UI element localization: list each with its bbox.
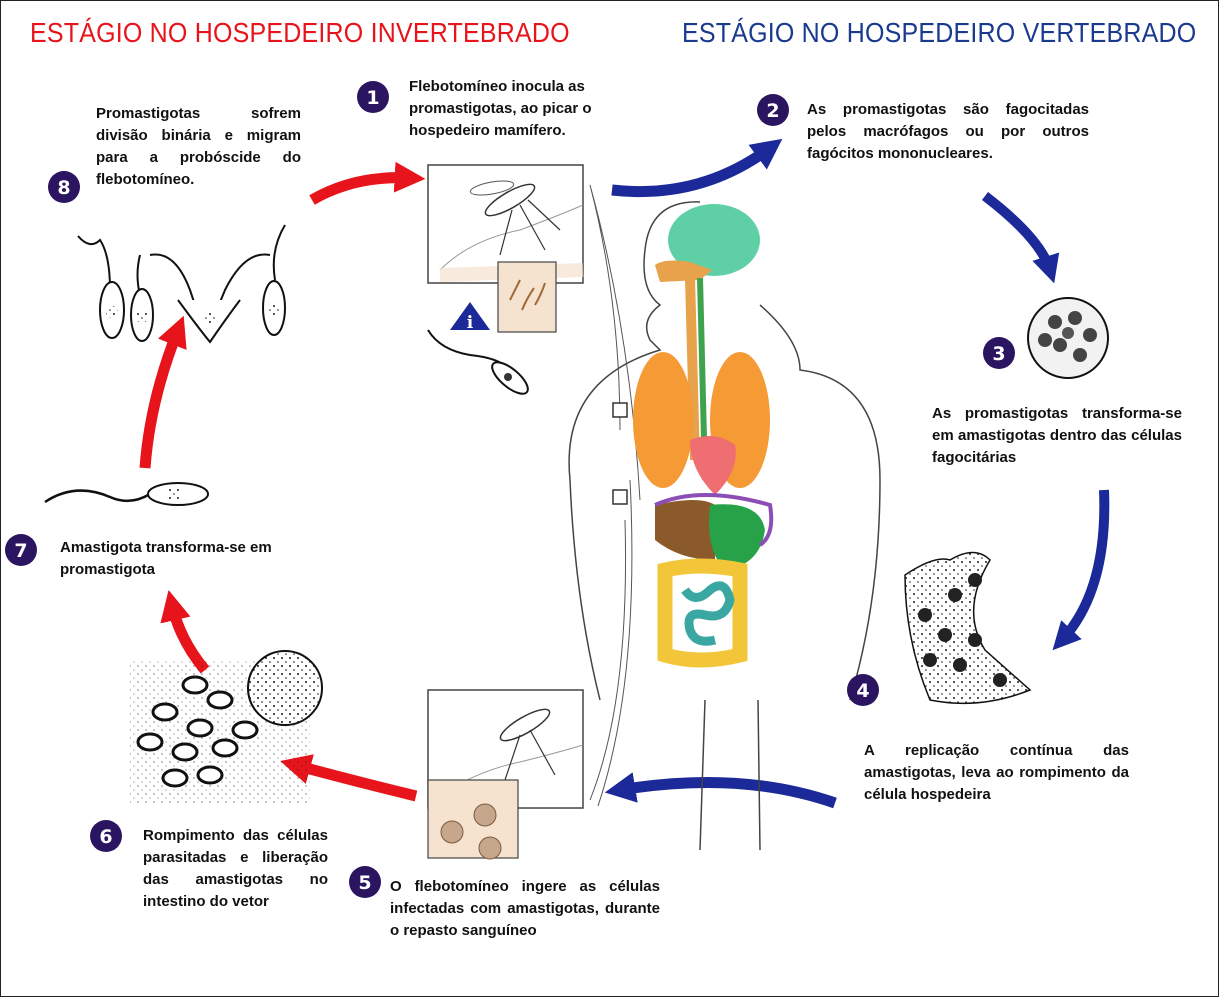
infective-stage-marker: i [450,302,490,333]
infective-marker-letter: i [467,313,474,333]
step-1-text: Flebotomíneo inocula as promastigotas, a… [409,76,631,142]
heart [690,436,736,495]
step-3-text: As promastigotas transforma-se em amasti… [932,403,1182,469]
arrow-7-to-8 [145,330,178,468]
svg-text:5: 5 [358,872,371,894]
step-badge-7: 7 [5,534,37,566]
human-host-body [569,185,880,850]
sandfly-bite-panel [428,165,583,332]
small-intestine [685,586,730,641]
released-amastigotes [130,651,322,805]
svg-text:7: 7 [14,540,27,562]
step-badge-8: 8 [48,171,80,203]
step-badge-3: 3 [983,337,1015,369]
step-2-text: As promastigotas são fagocitadas pelos m… [807,99,1089,165]
svg-text:3: 3 [992,343,1005,365]
step-7-text: Amastigota transforma-se em promastigota [60,537,310,581]
sandfly-bloodmeal-panel [428,690,583,859]
promastigote-illustration-1 [428,330,533,399]
step-8-text: Promastigotas sofrem divisão binária e m… [96,103,301,191]
arrow-2-to-3 [985,196,1050,270]
arrow-8-to-1 [312,178,410,200]
step-badge-5: 5 [349,866,381,898]
step-badge-6: 6 [90,820,122,852]
arrow-4-to-5 [620,782,835,803]
ruptured-host-cell [905,553,1030,704]
step-4-text: A replicação contínua das amastigotas, l… [864,740,1129,806]
amastigote-to-promastigote [45,483,208,505]
arrow-1-to-2 [612,148,770,192]
arrow-5-to-6 [295,765,416,796]
step-6-text: Rompimento das células parasitadas e lib… [143,825,328,913]
arrow-3-to-4 [1062,490,1104,640]
promastigotes-dividing [78,225,285,342]
svg-text:1: 1 [366,87,379,109]
svg-text:2: 2 [766,100,779,122]
left-lung [633,352,693,488]
liver [655,500,715,560]
step-badge-2: 2 [757,94,789,126]
macrophage-with-amastigotes [1028,298,1108,378]
step-badge-4: 4 [847,674,879,706]
svg-text:8: 8 [57,177,70,199]
step-5-text: O flebotomíneo ingere as células infecta… [390,876,660,942]
svg-text:4: 4 [856,680,869,702]
step-badge-1: 1 [357,81,389,113]
svg-text:6: 6 [99,826,112,848]
